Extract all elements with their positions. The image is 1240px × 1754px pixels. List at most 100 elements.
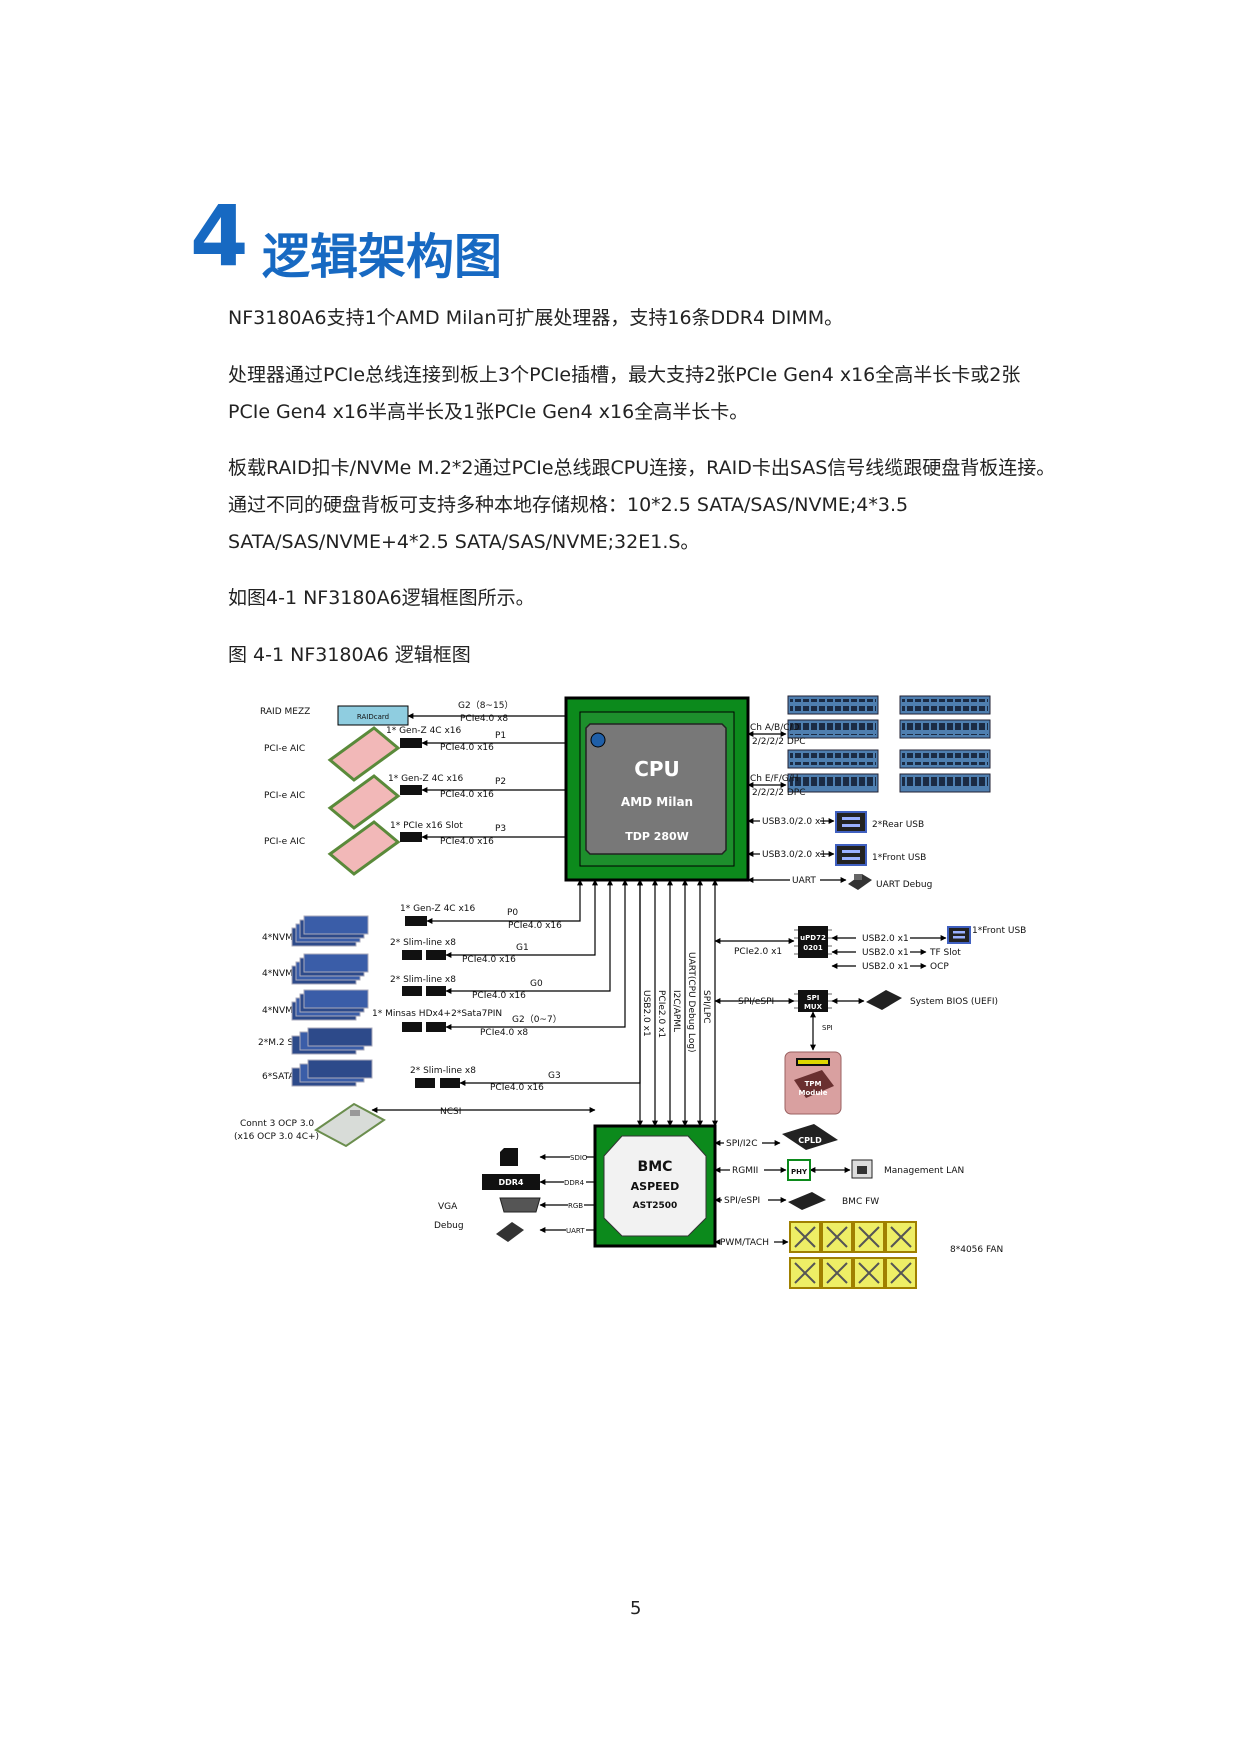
vga-debug-labels: VGA Debug	[434, 1202, 464, 1231]
ddr4-dimm-icon	[787, 695, 991, 793]
vbus-usb: USB2.0 x1	[641, 990, 651, 1037]
link-label-raid: PCIe4.0 x8	[460, 714, 508, 724]
nvme-label-2: 4*NVMe	[262, 969, 299, 979]
hub-target-tf: TF Slot	[929, 948, 961, 958]
front-usb-label: 1*Front USB	[872, 853, 926, 863]
link-label-g0: PCIe4.0 x16	[472, 991, 526, 1001]
pcie-aic-label-1: PCI-e AIC	[264, 744, 305, 754]
cpld-chip: CPLD	[782, 1124, 838, 1150]
vbus-uart: UART(CPU Debug Log)	[686, 952, 696, 1053]
figure-caption: 图 4-1 NF3180A6 逻辑框图	[228, 644, 471, 666]
usb-hub-labels: PCIe2.0 x1 USB2.0 x1 USB2.0 x1 USB2.0 x1…	[734, 926, 1026, 972]
phy-label: PHY	[791, 1168, 808, 1176]
link-label-g1: PCIe4.0 x16	[462, 955, 516, 965]
phy-chip: PHY	[787, 1159, 811, 1181]
right-cpu-link-labels: USB3.0/2.0 x1 USB3.0/2.0 x1 UART	[762, 817, 826, 886]
slot-label-6: 2* Slim-line x8	[390, 975, 456, 985]
front-usb-icon	[947, 926, 971, 944]
system-bios-label: System BIOS (UEFI)	[910, 997, 998, 1007]
cpu-tdp: TDP 280W	[625, 830, 689, 843]
slot-label-7: 1* Minsas HDx4+2*Sata7PIN	[372, 1009, 502, 1019]
bmc-fw-label: BMC FW	[842, 1197, 879, 1207]
hub-output-1: USB2.0 x1	[862, 934, 909, 944]
slot-label-2: 1* Gen-Z 4C x16	[388, 774, 463, 784]
link-label-p3: PCIe4.0 x16	[440, 837, 494, 847]
bmc-rgb: RGB	[568, 1202, 583, 1210]
usb-link-1: USB3.0/2.0 x1	[762, 817, 826, 827]
vga-label: VGA	[438, 1202, 458, 1212]
raid-mezz-label: RAID MEZZ	[260, 707, 310, 717]
pcie-aic-card-icon	[327, 726, 401, 876]
bmc-right-labels: SPI/I2C RGMII SPI/eSPI PWM/TACH	[720, 1139, 769, 1248]
ocp-card-icon	[314, 1102, 386, 1148]
port-labels: G2（8~15） P1 P2 P3 P0 G1 G0 G2（0~7） G3	[458, 700, 562, 1081]
vbus-spi: SPI/LPC	[701, 990, 711, 1024]
memory-channel-1: Ch A/B/C/D	[750, 723, 800, 733]
slot-label-3: 1* PCIe x16 Slot	[390, 821, 463, 831]
lan-port-icon	[851, 1159, 873, 1179]
bios-chip-icon	[866, 990, 902, 1010]
spi-mux-chip: SPI MUX	[794, 990, 832, 1012]
bmc-spi-i2c: SPI/I2C	[726, 1139, 758, 1149]
slot-label-8: 2* Slim-line x8	[410, 1066, 476, 1076]
usb-link-2: USB3.0/2.0 x1	[762, 850, 826, 860]
cpld-label: CPLD	[798, 1136, 822, 1145]
logic-block-diagram: CPU AMD Milan TDP 280W RAID MEZZ PCI-e A…	[234, 695, 1026, 1289]
bmc-vendor: ASPEED	[631, 1180, 680, 1193]
spi-label: SPI	[822, 1024, 833, 1032]
bmc-title: BMC	[638, 1159, 673, 1175]
sata-label: 6*SATA3.0	[262, 1072, 309, 1082]
spi-labels: SPI/eSPI System BIOS (UEFI) SPI	[738, 997, 998, 1032]
port-g3: G3	[548, 1071, 561, 1081]
link-label-p2: PCIe4.0 x16	[440, 790, 494, 800]
port-g1: G1	[516, 943, 529, 953]
management-lan-label: Management LAN	[884, 1166, 964, 1176]
raid-card-label: RAIDcard	[357, 713, 389, 721]
vbus-i2c: I2C/APML	[671, 990, 681, 1032]
bmc-ddr4: DDR4	[564, 1179, 585, 1187]
pcie-aic-label-3: PCI-e AIC	[264, 837, 305, 847]
rear-usb-label: 2*Rear USB	[872, 820, 924, 830]
bmc-pwm-tach: PWM/TACH	[720, 1238, 769, 1248]
link-label-ncsi: NCSI	[440, 1107, 461, 1117]
paragraph-pcie: 处理器通过PCIe总线连接到板上3个PCIe插槽，最大支持2张PCIe Gen4…	[228, 364, 1021, 423]
tpm-line2: Module	[799, 1089, 828, 1097]
ocp-label-line2: (x16 OCP 3.0 4C+)	[234, 1132, 319, 1142]
memory-dpc-1: 2/2/2/2 DPC	[752, 737, 806, 747]
spi-mux-line1: SPI	[807, 994, 820, 1002]
hub-output-3: USB2.0 x1	[862, 962, 909, 972]
pcie-aic-label-2: PCI-e AIC	[264, 791, 305, 801]
tpm-module: TPM Module	[784, 1051, 842, 1115]
port-g0: G0	[530, 979, 543, 989]
bmc-model: AST2500	[633, 1201, 678, 1211]
port-p3: P3	[495, 824, 506, 834]
link-label-g3: PCIe4.0 x16	[490, 1083, 544, 1093]
hub-chip-line1: uPD72	[800, 934, 826, 942]
link-labels: PCIe4.0 x8 PCIe4.0 x16 PCIe4.0 x16 PCIe4…	[440, 714, 562, 1117]
vbus-pcie: PCIe2.0 x1	[656, 990, 666, 1038]
port-p0: P0	[507, 908, 518, 918]
fan-icon	[789, 1221, 917, 1289]
connector-icon	[400, 738, 460, 1088]
bmc-spi-espi: SPI/eSPI	[724, 1196, 760, 1206]
hub-target-ocp: OCP	[930, 962, 949, 972]
bmc-block: BMC ASPEED AST2500	[593, 1124, 717, 1248]
section-title: 逻辑架构图	[262, 229, 503, 285]
memory-dpc-2: 2/2/2/2 DPC	[752, 788, 806, 798]
nvme-label-1: 4*NVMe	[262, 933, 299, 943]
slot-label-5: 2* Slim-line x8	[390, 938, 456, 948]
uart-debug-label: UART Debug	[876, 880, 932, 890]
bmc-sdio: SDIO	[570, 1154, 588, 1162]
ddr4-chip: DDR4	[482, 1174, 540, 1190]
bmc-rgmii: RGMII	[732, 1166, 758, 1176]
vertical-bus-labels: USB2.0 x1 PCIe2.0 x1 I2C/APML UART(CPU D…	[641, 952, 711, 1053]
bmc-fw-chip-icon	[788, 1192, 826, 1210]
uart-link: UART	[792, 876, 816, 886]
page-number: 5	[630, 1598, 642, 1619]
hub-chip-line2: 0201	[803, 944, 823, 952]
link-label-g2-low: PCIe4.0 x8	[480, 1028, 528, 1038]
usb-port-icon	[835, 811, 867, 866]
bmc-left-labels: SDIO DDR4 RGB UART	[564, 1154, 588, 1235]
cpu-model: AMD Milan	[621, 795, 693, 809]
section-number: 4	[190, 187, 249, 285]
